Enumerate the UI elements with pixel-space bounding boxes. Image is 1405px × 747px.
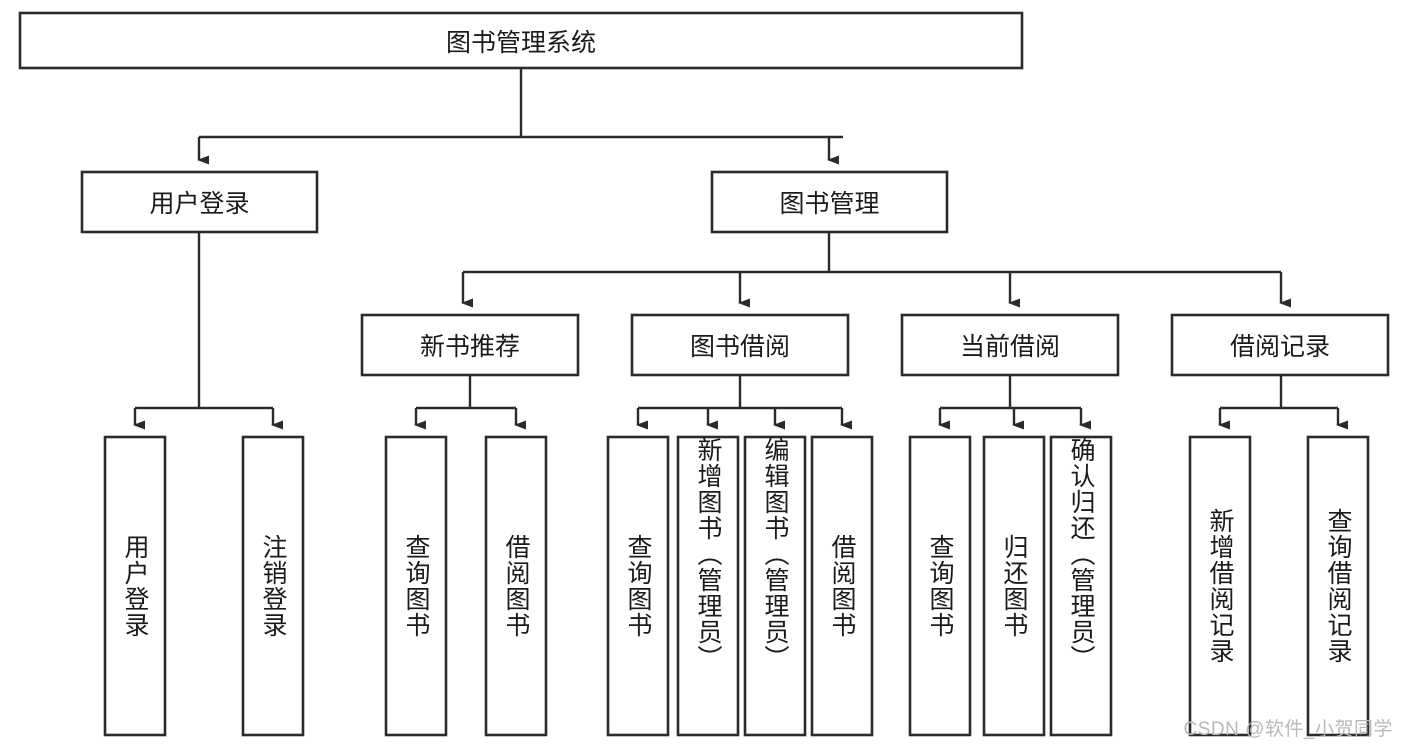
- node-book-manage[interactable]: [710, 170, 949, 234]
- node-leaf-add-book[interactable]: [676, 435, 740, 737]
- node-leaf-query-book-cur[interactable]: [908, 435, 972, 737]
- edge-group-book-manage-to-level3: [461, 232, 1291, 308]
- edge-group-user-login-to-leaves: [133, 232, 283, 430]
- node-book-borrow[interactable]: [630, 313, 850, 377]
- node-leaf-logout-login[interactable]: [241, 435, 305, 737]
- node-current-borrow[interactable]: [900, 313, 1120, 377]
- node-leaf-confirm-return[interactable]: [1049, 435, 1113, 737]
- node-user-login[interactable]: [80, 170, 319, 234]
- node-new-book-recommend[interactable]: [360, 313, 580, 377]
- node-leaf-user-login[interactable]: [103, 435, 167, 737]
- edge-group-root-to-level2: [197, 68, 843, 165]
- edge-group-borrow-record-to-leaves: [1218, 375, 1348, 430]
- node-borrow-record[interactable]: [1170, 313, 1390, 377]
- edge-group-new-book-recommend-to-leaves: [414, 375, 526, 430]
- edge-group-book-borrow-to-leaves: [636, 375, 852, 430]
- csdn-watermark: CSDN @软件_小贺同学: [1183, 719, 1393, 740]
- edge-group-current-borrow-to-leaves: [938, 375, 1091, 430]
- node-leaf-query-record[interactable]: [1306, 435, 1370, 737]
- node-root-book-management-system[interactable]: [18, 11, 1024, 70]
- node-leaf-borrow-book-rec[interactable]: [484, 435, 548, 737]
- node-leaf-edit-book[interactable]: [743, 435, 807, 737]
- node-leaf-add-record[interactable]: [1188, 435, 1252, 737]
- node-leaf-borrow-book[interactable]: [810, 435, 874, 737]
- node-leaf-query-book-borrow[interactable]: [606, 435, 670, 737]
- node-leaf-return-book[interactable]: [982, 435, 1046, 737]
- node-leaf-query-book-rec[interactable]: [384, 435, 448, 737]
